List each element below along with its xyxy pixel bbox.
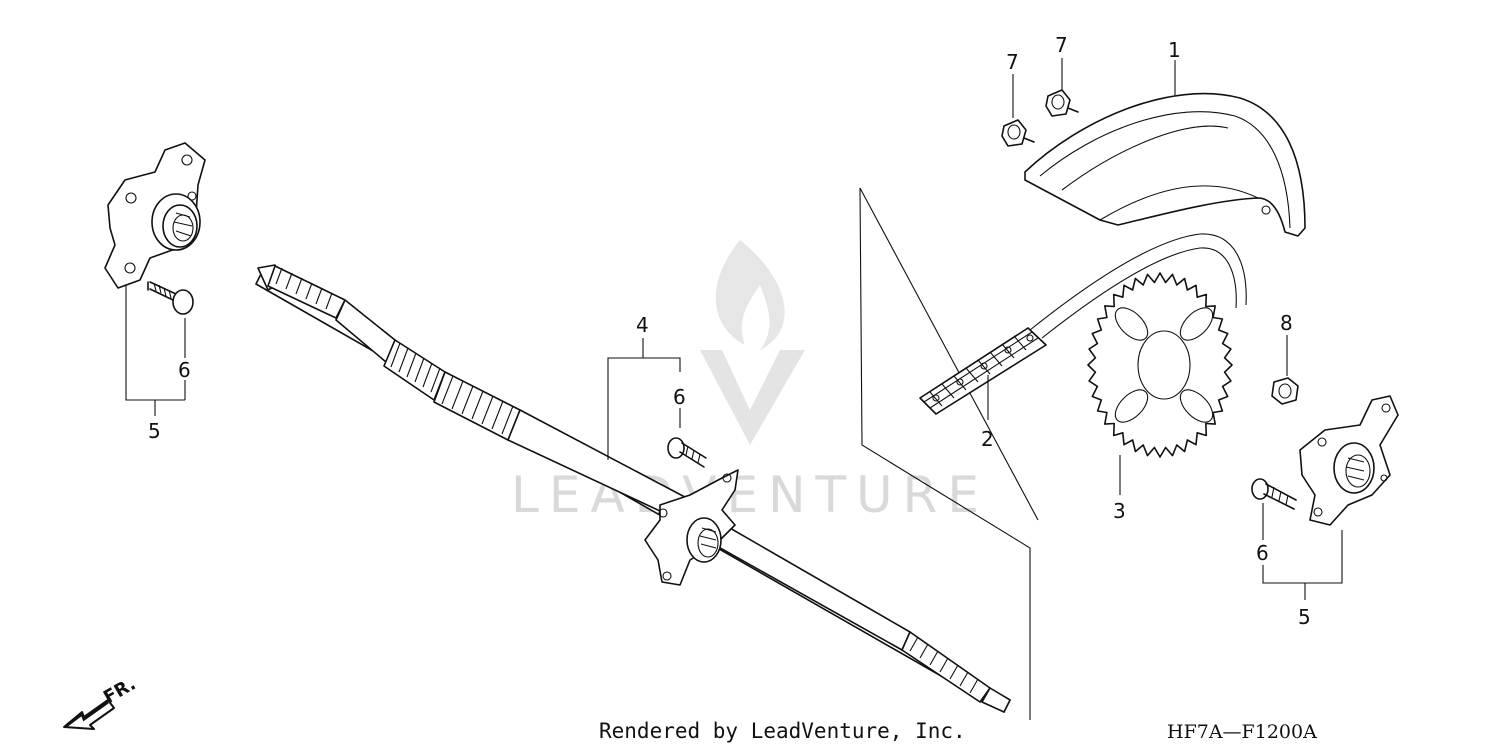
sprocket-lightening-hole bbox=[1179, 389, 1214, 423]
exploded-view-box bbox=[859, 187, 1039, 720]
callout-6-right: 6 bbox=[1256, 541, 1269, 565]
sprocket-teeth bbox=[1087, 272, 1233, 458]
left-hub-bracket bbox=[125, 285, 186, 416]
sprocket-center-bore bbox=[1137, 330, 1191, 400]
callout-8: 8 bbox=[1280, 311, 1293, 335]
callout-7a: 7 bbox=[1006, 50, 1019, 74]
fender-nut-a bbox=[1001, 119, 1035, 147]
callout-1: 1 bbox=[1168, 38, 1181, 62]
watermark-flame-icon bbox=[715, 240, 785, 350]
sprocket-lightening-hole bbox=[1114, 389, 1149, 423]
callout-5-left: 5 bbox=[148, 419, 161, 443]
callouts: 1 7 7 2 3 8 4 6 6 5 6 5 bbox=[148, 33, 1311, 629]
center-hub-bracket bbox=[607, 338, 681, 460]
right-hub-bracket bbox=[1262, 503, 1343, 600]
callout-2: 2 bbox=[981, 427, 994, 451]
footer-credit: Rendered by LeadVenture, Inc. bbox=[599, 719, 966, 743]
center-bolt bbox=[667, 437, 707, 468]
callout-6-left: 6 bbox=[178, 358, 191, 382]
sprocket bbox=[1087, 272, 1233, 458]
rear-fender bbox=[1024, 92, 1306, 237]
center-hub bbox=[644, 469, 739, 586]
chain-guide-arc bbox=[1029, 233, 1247, 339]
callout-6-center: 6 bbox=[673, 385, 686, 409]
right-bolt bbox=[1251, 478, 1297, 510]
callout-3: 3 bbox=[1113, 499, 1126, 523]
right-hub bbox=[1299, 395, 1399, 526]
left-hub bbox=[104, 142, 206, 289]
front-direction-indicator: FR. bbox=[63, 673, 139, 730]
callout-5-right: 5 bbox=[1298, 605, 1311, 629]
axle-shaft bbox=[255, 264, 1011, 713]
sprocket-lightening-hole bbox=[1179, 307, 1214, 341]
watermark: LEADVENTURE bbox=[511, 240, 979, 524]
drive-chain bbox=[919, 327, 1047, 415]
fender-nut-b bbox=[1045, 89, 1079, 117]
callout-4: 4 bbox=[636, 313, 649, 337]
left-bolt bbox=[147, 281, 194, 315]
sprocket-nut bbox=[1271, 377, 1299, 405]
diagram-code: HF7A—F1200A bbox=[1167, 721, 1317, 743]
sprocket-lightening-hole bbox=[1114, 307, 1149, 341]
callout-7b: 7 bbox=[1055, 33, 1068, 57]
watermark-v-icon bbox=[700, 350, 805, 445]
